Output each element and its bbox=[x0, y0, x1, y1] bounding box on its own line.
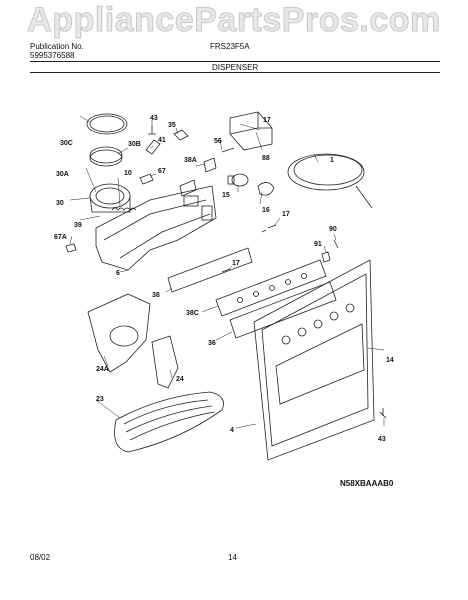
callout-15: 15 bbox=[222, 192, 230, 199]
callout-1: 1 bbox=[330, 157, 334, 164]
part-30c-ring bbox=[86, 113, 128, 135]
callout-36: 36 bbox=[208, 340, 216, 347]
callout-35: 35 bbox=[168, 122, 176, 129]
part-41-lever bbox=[145, 139, 161, 155]
part-1-tube bbox=[287, 153, 365, 191]
part-30b-disc bbox=[89, 149, 123, 167]
part-14-trim bbox=[275, 323, 365, 405]
part-24-flap bbox=[151, 335, 179, 389]
callout-30b: 30B bbox=[128, 141, 141, 148]
callout-90: 90 bbox=[329, 226, 337, 233]
part-67-clip bbox=[139, 173, 154, 185]
diagram-code: N58XBAAAB0 bbox=[340, 479, 394, 488]
part-16-socket bbox=[257, 182, 275, 196]
part-10-spring bbox=[111, 207, 137, 211]
part-17-screw bbox=[261, 224, 277, 233]
header-rule bbox=[30, 61, 440, 62]
footer-date: 08/02 bbox=[30, 553, 51, 562]
callout-38: 38 bbox=[152, 292, 160, 299]
callout-23: 23 bbox=[96, 396, 104, 403]
part-15-bulb bbox=[231, 173, 249, 187]
callout-6: 6 bbox=[116, 270, 120, 277]
callout-30: 30 bbox=[56, 200, 64, 207]
part-43-screw bbox=[379, 408, 387, 419]
part-56 bbox=[221, 147, 235, 153]
callout-17-mid: 17 bbox=[282, 211, 290, 218]
callout-43-top: 43 bbox=[150, 115, 158, 122]
callout-10: 10 bbox=[124, 170, 132, 177]
watermark-text: AppliancePartsPros.com bbox=[27, 1, 441, 40]
callout-88: 88 bbox=[262, 155, 270, 162]
part-90 bbox=[333, 239, 339, 249]
callout-41: 41 bbox=[158, 137, 166, 144]
footer-page: 14 bbox=[228, 553, 237, 562]
callout-67: 67 bbox=[158, 168, 166, 175]
title-rule bbox=[30, 72, 440, 73]
part-35-switch bbox=[173, 129, 189, 141]
callout-38c: 38C bbox=[186, 310, 199, 317]
callout-39: 39 bbox=[74, 222, 82, 229]
part-36-keypad bbox=[229, 281, 337, 339]
callout-4: 4 bbox=[230, 427, 234, 434]
part-38c-board bbox=[215, 259, 327, 317]
publication-number: 5995376588 bbox=[30, 51, 75, 60]
publication-label: Publication No. bbox=[30, 42, 84, 51]
part-38-board bbox=[167, 247, 253, 293]
callout-67a: 67A bbox=[54, 234, 67, 241]
callout-17-top: 17 bbox=[263, 117, 271, 124]
part-91 bbox=[321, 251, 331, 263]
part-23-tray bbox=[114, 391, 224, 453]
callout-24: 24 bbox=[176, 376, 184, 383]
callout-16: 16 bbox=[262, 207, 270, 214]
callout-30c: 30C bbox=[60, 140, 73, 147]
callout-56: 56 bbox=[214, 138, 222, 145]
model-number: FRS23F5A bbox=[210, 42, 250, 51]
part-24a-funnel bbox=[87, 293, 151, 373]
callout-14: 14 bbox=[386, 357, 394, 364]
callout-43-bottom: 43 bbox=[378, 436, 386, 443]
callout-17-low: 17 bbox=[232, 260, 240, 267]
callout-24a: 24A bbox=[96, 366, 109, 373]
part-38a-bracket bbox=[179, 179, 197, 197]
callout-30a: 30A bbox=[56, 171, 69, 178]
section-title: DISPENSER bbox=[212, 63, 259, 72]
callout-38a: 38A bbox=[184, 157, 197, 164]
callout-91: 91 bbox=[314, 241, 322, 248]
part-67a-clip bbox=[65, 243, 77, 253]
part-4-panel bbox=[253, 259, 375, 461]
